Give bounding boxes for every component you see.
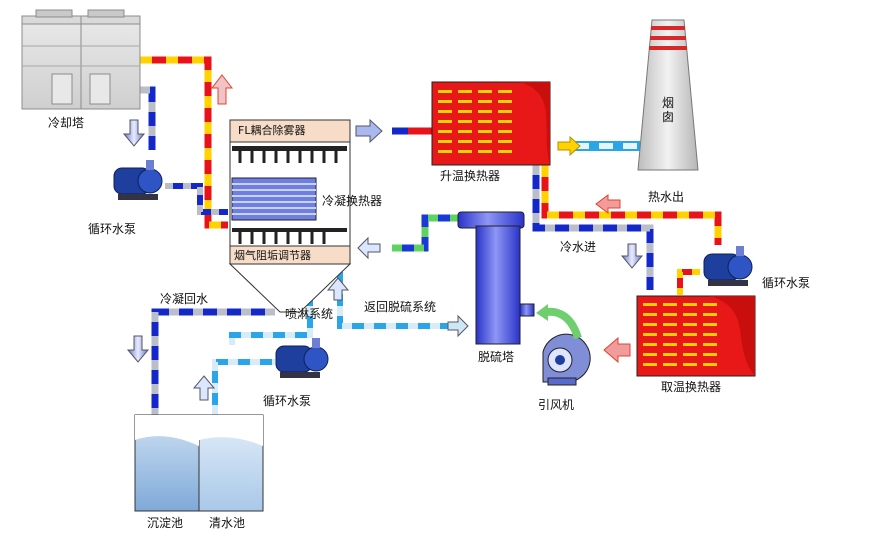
arrow-to-chimney	[557, 135, 581, 157]
arrow-up-clear	[192, 375, 216, 401]
arrow-up-tower	[210, 74, 234, 105]
pipes	[140, 56, 722, 415]
label-hot-water-out: 热水出	[648, 190, 685, 204]
label-cooling-tower: 冷却塔	[48, 116, 85, 130]
return-desulf-pipe	[337, 262, 460, 329]
flow-arrows	[122, 74, 644, 401]
cold-pipe-pump-left	[165, 183, 228, 215]
pump-left	[113, 160, 163, 200]
pump-bottom	[275, 338, 329, 378]
arrow-into-desulf	[447, 314, 469, 338]
label-clear-pool: 清水池	[209, 516, 246, 530]
arrow-up-return	[326, 277, 350, 301]
label-pump-bottom: 循环水泵	[263, 394, 312, 408]
arrow-down-condensate	[126, 335, 150, 363]
arrow-into-regulator	[357, 236, 381, 260]
label-cold-water-in: 冷水进	[560, 240, 597, 254]
arrow-hot-out	[595, 194, 621, 214]
pump-right	[703, 246, 753, 286]
hot-pipe-out	[541, 165, 722, 245]
label-condensing-exchanger: 冷凝换热器	[322, 194, 383, 208]
arrow-flue-in	[355, 118, 383, 144]
label-induced-fan: 引风机	[538, 398, 575, 412]
label-pump-left: 循环水泵	[88, 222, 137, 236]
arrow-exchanger-out	[603, 336, 631, 364]
label-pump-right: 循环水泵	[762, 276, 811, 290]
arrow-cold-in	[620, 243, 644, 269]
label-settling-pool: 沉淀池	[147, 516, 184, 530]
desulfurization-tower	[457, 211, 535, 345]
label-spray-system: 喷淋系统	[285, 307, 334, 321]
label-demister: FL耦合除雾器	[238, 124, 306, 137]
label-condensate-return: 冷凝回水	[160, 292, 209, 306]
label-heat-recovery-exchanger: 取温换热器	[661, 380, 722, 394]
heating-exchanger	[431, 81, 551, 166]
condensing-unit	[228, 119, 352, 313]
induced-fan	[536, 304, 591, 386]
label-heating-exchanger: 升温换热器	[440, 169, 501, 183]
chimney	[637, 19, 699, 171]
label-chimney: 烟囱	[662, 96, 675, 124]
label-flue-regulator: 烟气阻垢调节器	[234, 249, 311, 262]
cooling-tower	[21, 9, 141, 110]
label-return-desulfurization: 返回脱硫系统	[364, 300, 437, 314]
heat-recovery-exchanger	[636, 295, 756, 377]
label-desulfurization-tower: 脱硫塔	[478, 350, 515, 364]
cold-pipe-tower	[140, 86, 156, 150]
pools	[134, 414, 264, 512]
arrow-down-tower	[122, 119, 146, 147]
